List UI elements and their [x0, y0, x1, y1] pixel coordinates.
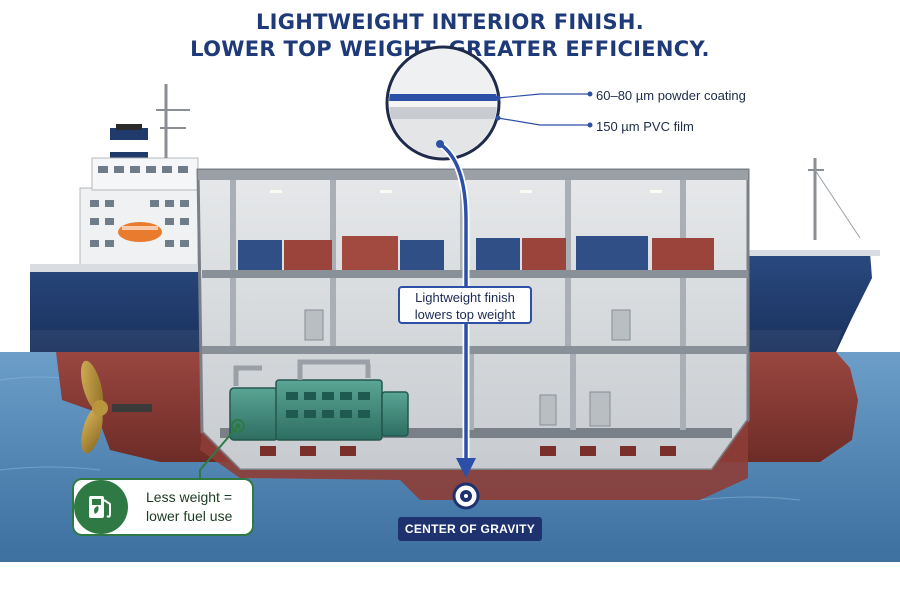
- bow-mast: [808, 158, 861, 240]
- cutaway-interior: [196, 168, 750, 500]
- weight-arrow: [436, 140, 476, 478]
- layer-leader-lines: [497, 93, 590, 126]
- fuel-pump-leaf-icon: [74, 480, 128, 534]
- cargo-containers: [238, 236, 714, 270]
- powder-coating-label: 60–80 µm powder coating: [596, 88, 746, 103]
- propeller: [81, 360, 152, 454]
- fuel-callout-line-1: Less weight =: [146, 489, 232, 505]
- fuel-callout-line-2: lower fuel use: [146, 508, 233, 524]
- cabin-doors: [304, 309, 631, 427]
- layer-magnifier: [385, 45, 501, 161]
- center-of-gravity-icon: [452, 482, 480, 510]
- lightweight-finish-callout: Lightweight finish lowers top weight: [398, 286, 532, 324]
- fuel-callout: Less weight = lower fuel use: [72, 478, 254, 536]
- pvc-film-layer: [389, 107, 497, 119]
- bridge-superstructure: [79, 84, 199, 269]
- lifeboat: [118, 222, 162, 242]
- finish-callout-line-2: lowers top weight: [414, 307, 516, 322]
- powder-coating-layer: [389, 94, 497, 101]
- title-line-1: LIGHTWEIGHT INTERIOR FINISH.: [255, 10, 645, 34]
- center-of-gravity-badge: CENTER OF GRAVITY: [398, 517, 542, 541]
- white-footer: [0, 562, 900, 600]
- pvc-film-label: 150 µm PVC film: [596, 119, 694, 134]
- finish-callout-line-1: Lightweight finish: [415, 290, 515, 305]
- engine: [229, 379, 409, 441]
